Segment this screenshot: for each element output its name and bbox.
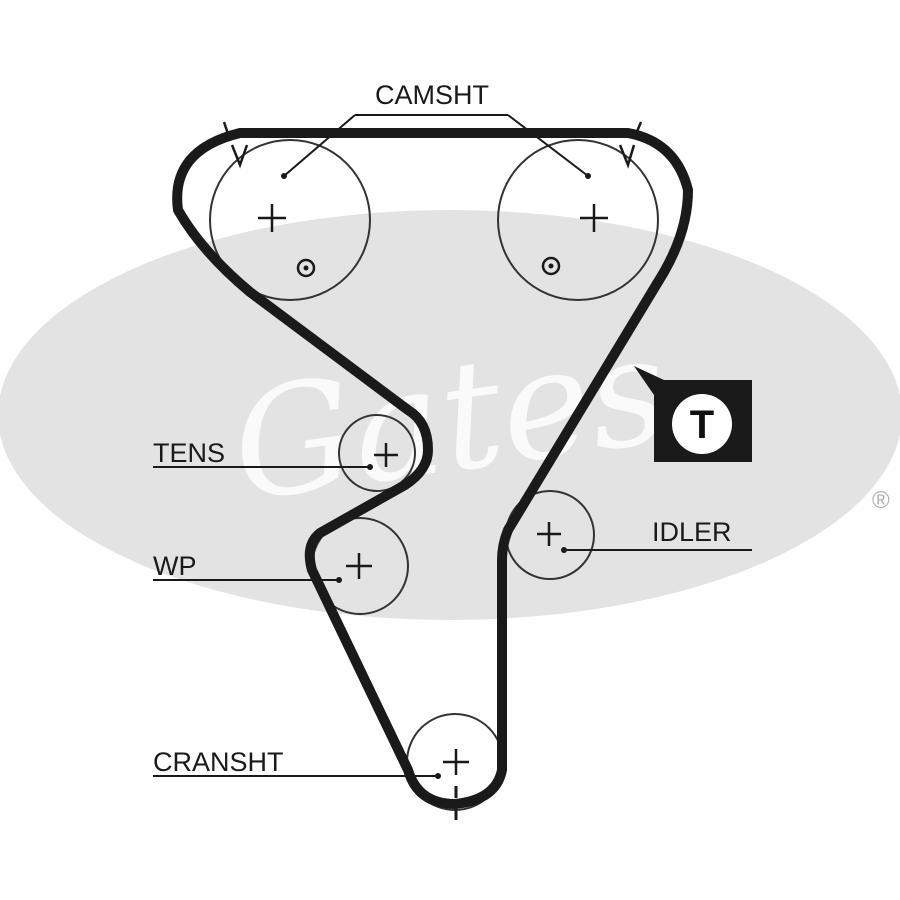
camshaft-leader-lines: [283, 114, 589, 177]
camshaft-right-timing-mark: [618, 121, 643, 169]
camshaft-right-center-mark: [580, 204, 608, 232]
gates-watermark: Gates ®: [0, 210, 900, 620]
tensioner-center-mark: [374, 443, 398, 467]
tensioner-badge: T: [634, 366, 752, 462]
crankshaft-label: CRANSHT: [153, 747, 284, 777]
timing-belt: [172, 128, 693, 809]
camshaft-left-bolt-icon: [296, 258, 316, 278]
camshaft-right-leader-dot: [585, 173, 591, 179]
tensioner-pulley: [338, 414, 416, 492]
water-pump-label: WP: [153, 551, 197, 581]
idler-center-mark: [537, 522, 561, 546]
camshaft-right-bolt-icon: [541, 256, 561, 276]
camshaft-pulley-left: [209, 139, 371, 301]
tensioner-leader-dot: [367, 464, 373, 470]
registered-mark: ®: [872, 487, 890, 514]
idler-label: IDLER: [652, 517, 732, 547]
tensioner-label: TENS: [153, 438, 225, 468]
tensioner-badge-circle: [672, 394, 732, 454]
tensioner-badge-letter: T: [690, 403, 714, 447]
camshaft-pulley-right: [497, 139, 659, 301]
crankshaft-leader-dot: [435, 773, 441, 779]
water-pump-leader-dot: [336, 577, 342, 583]
water-pump-center-mark: [346, 553, 372, 579]
idler-leader-dot: [561, 547, 567, 553]
crankshaft-center-mark: [443, 749, 469, 775]
camshaft-left-leader-dot: [281, 173, 287, 179]
camshaft-left-center-mark: [258, 204, 286, 232]
camshaft-left-timing-mark: [222, 121, 249, 169]
camshaft-label: CAMSHT: [375, 80, 489, 110]
watermark-ellipse: [0, 210, 900, 620]
